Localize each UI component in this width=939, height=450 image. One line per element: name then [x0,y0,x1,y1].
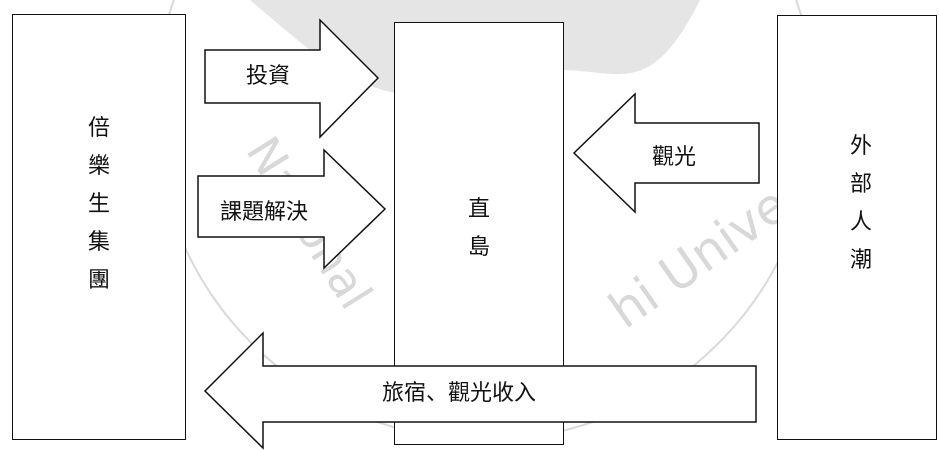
arrow-investment-label: 投資 [246,64,291,89]
arrow-problem-solving-label: 課題解決 [220,200,309,225]
right-node-label: 外 部 人 潮 [849,134,872,273]
arrow-income-label: 旅宿、觀光收入 [382,381,537,406]
arrow-income [203,331,757,450]
arrow-tourism [572,92,760,214]
node-benesse-group [12,14,186,440]
left-node-label: 倍 樂 生 集 團 [87,116,110,293]
arrow-problem-solving [197,148,387,270]
center-node-label: 直 島 [467,197,490,260]
arrow-investment [204,18,380,139]
arrow-tourism-label: 觀光 [652,145,697,170]
node-external-crowd [777,15,937,440]
